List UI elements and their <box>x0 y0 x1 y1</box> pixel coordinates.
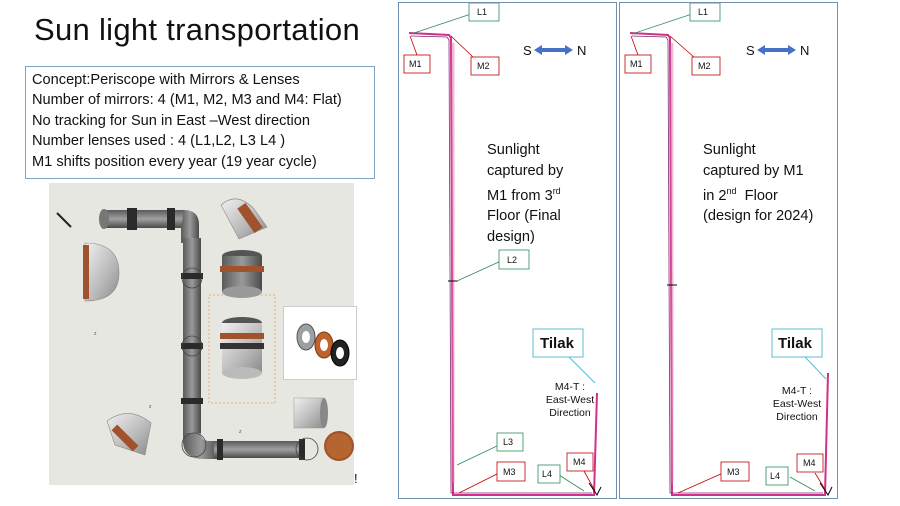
caption-line-2: captured by M1 <box>703 162 804 179</box>
direction-note: M4-T : East-West Direction <box>539 381 601 420</box>
concept-text: Periscope with Mirrors & Lenses <box>90 72 300 88</box>
label-M3: M3 <box>727 467 740 477</box>
caption-line-3-sup: nd <box>726 186 737 196</box>
right-panel-caption: Sunlight captured by M1 in 2nd Floor (de… <box>703 140 828 227</box>
label-L1: L1 <box>698 7 708 17</box>
label-L4: L4 <box>770 471 780 481</box>
label-M2: M2 <box>477 61 490 71</box>
caption-line-4: Floor (Final <box>487 208 561 225</box>
periscope-model-drawing: z z z <box>56 198 354 461</box>
tilak-label: Tilak <box>540 335 574 352</box>
caption-line-3-sup: rd <box>552 186 561 196</box>
concept-label: Concept: <box>32 72 91 88</box>
concept-line-5: M1 shifts position every year (19 year c… <box>32 153 317 170</box>
left-panel-caption: Sunlight captured by M1 from 3rd Floor (… <box>487 140 597 247</box>
label-M3: M3 <box>503 467 516 477</box>
label-M2: M2 <box>698 61 711 71</box>
label-M4: M4 <box>803 458 816 468</box>
caption-line-3: in 2nd Floor <box>703 181 828 206</box>
concept-line-4: Number lenses used : 4 (L1,L2, L3 L4 ) <box>32 133 286 150</box>
right-panel-beam-diagram: S N L1 M1 M2 M3 L4 M4 <box>624 3 833 496</box>
lens-rings-drawing <box>296 323 350 367</box>
concept-box: Concept:Periscope with Mirrors & Lenses … <box>25 66 375 179</box>
direction-line-1: M4-T : <box>781 385 813 397</box>
stray-mark: ! <box>354 471 358 486</box>
concept-line-3: No tracking for Sun in East –West direct… <box>32 112 310 129</box>
direction-line-3: Direction <box>549 407 591 419</box>
caption-line-1: Sunlight <box>487 142 540 158</box>
direction-line-3: Direction <box>776 411 818 423</box>
concept-line-1: Concept:Periscope with Mirrors & Lenses <box>32 70 368 90</box>
caption-line-5: design) <box>487 228 535 245</box>
right-panel: S N L1 M1 M2 M3 L4 M4 Tilak M4-T : East-… <box>619 2 838 499</box>
caption-line-3: M1 from 3rd <box>487 181 597 206</box>
left-panel: S N L1 M1 M2 L2 L3 M3 L4 M4 Tilak M4-T : <box>398 2 617 499</box>
page-title: Sun light transportation <box>34 12 361 47</box>
direction-line-2: East-West <box>545 394 595 406</box>
label-L4: L4 <box>542 469 552 479</box>
compass-n-label: N <box>577 43 586 58</box>
caption-line-3-text: in 2 <box>703 187 727 204</box>
lens-photo <box>283 306 357 380</box>
caption-line-2: captured by <box>487 162 564 179</box>
direction-line-2: East-West <box>772 398 822 410</box>
concept-line-2: Number of mirrors: 4 (M1, M2, M3 and M4:… <box>32 92 342 109</box>
direction-line-1: M4-T : <box>554 381 586 393</box>
caption-line-3-tail: Floor <box>736 187 778 204</box>
left-panel-beam-diagram: S N L1 M1 M2 L2 L3 M3 L4 M4 <box>403 3 602 496</box>
label-M4: M4 <box>573 457 586 467</box>
label-L2: L2 <box>507 255 517 265</box>
svg-text:z: z <box>239 429 242 435</box>
compass-n-label: N <box>800 43 809 58</box>
svg-text:z: z <box>149 404 152 410</box>
direction-note: M4-T : East-West Direction <box>766 385 828 424</box>
compass-s-label: S <box>746 43 755 58</box>
label-M1: M1 <box>630 59 643 69</box>
label-M1: M1 <box>409 59 422 69</box>
tilak-label: Tilak <box>778 335 812 352</box>
label-L1: L1 <box>477 7 487 17</box>
label-L3: L3 <box>503 437 513 447</box>
caption-line-4: (design for 2024) <box>703 208 814 225</box>
caption-line-1: Sunlight <box>703 142 756 158</box>
caption-line-3-text: M1 from 3 <box>487 187 553 204</box>
svg-text:z: z <box>94 331 97 337</box>
compass-s-label: S <box>523 43 532 58</box>
